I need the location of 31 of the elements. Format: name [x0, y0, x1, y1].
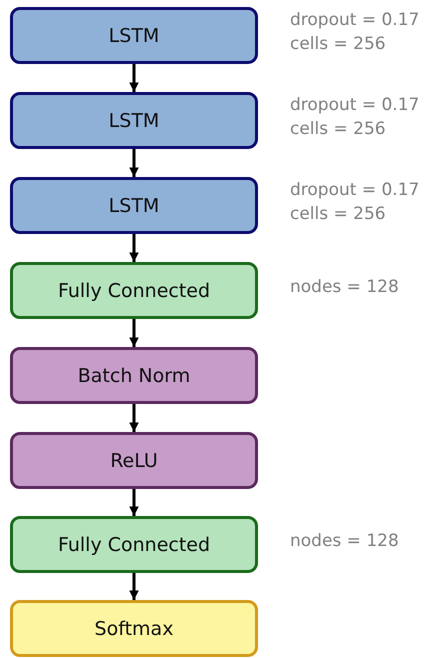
layer-label: LSTM: [108, 24, 160, 46]
arrow: [129, 64, 139, 92]
softmax-layer-box: [10, 600, 258, 657]
layer-label: Softmax: [94, 618, 174, 640]
parameter-note: nodes = 128: [290, 530, 400, 552]
parameter-note: dropout = 0.17: [290, 8, 420, 32]
arrow: [129, 319, 139, 347]
arrow: [129, 149, 139, 177]
parameter-note: cells = 256: [290, 32, 387, 56]
fully-connected-layer-box: [10, 516, 258, 573]
arrow: [129, 234, 139, 262]
parameter-note: cells = 256: [290, 118, 387, 140]
layer-label: LSTM: [108, 194, 160, 216]
arrow: [129, 573, 139, 600]
lstm-layer-box: [10, 177, 258, 234]
layer-label: Fully Connected: [58, 534, 210, 556]
arrow: [129, 489, 139, 516]
lstm-layer-box: [10, 92, 258, 149]
layer-label: LSTM: [108, 110, 160, 132]
layer-box: [10, 347, 258, 404]
fully-connected-layer-box: [10, 262, 258, 319]
parameter-note: dropout = 0.17: [290, 178, 420, 202]
layer-box: [10, 432, 258, 489]
lstm-layer-box: [10, 7, 258, 64]
arrow: [129, 404, 139, 432]
layer-label: ReLU: [110, 450, 158, 472]
layer-label: Fully Connected: [58, 280, 210, 302]
layer-label: Batch Norm: [78, 364, 190, 386]
parameter-note: nodes = 128: [290, 276, 400, 298]
parameter-note: cells = 256: [290, 202, 387, 226]
parameter-note: dropout = 0.17: [290, 94, 420, 116]
